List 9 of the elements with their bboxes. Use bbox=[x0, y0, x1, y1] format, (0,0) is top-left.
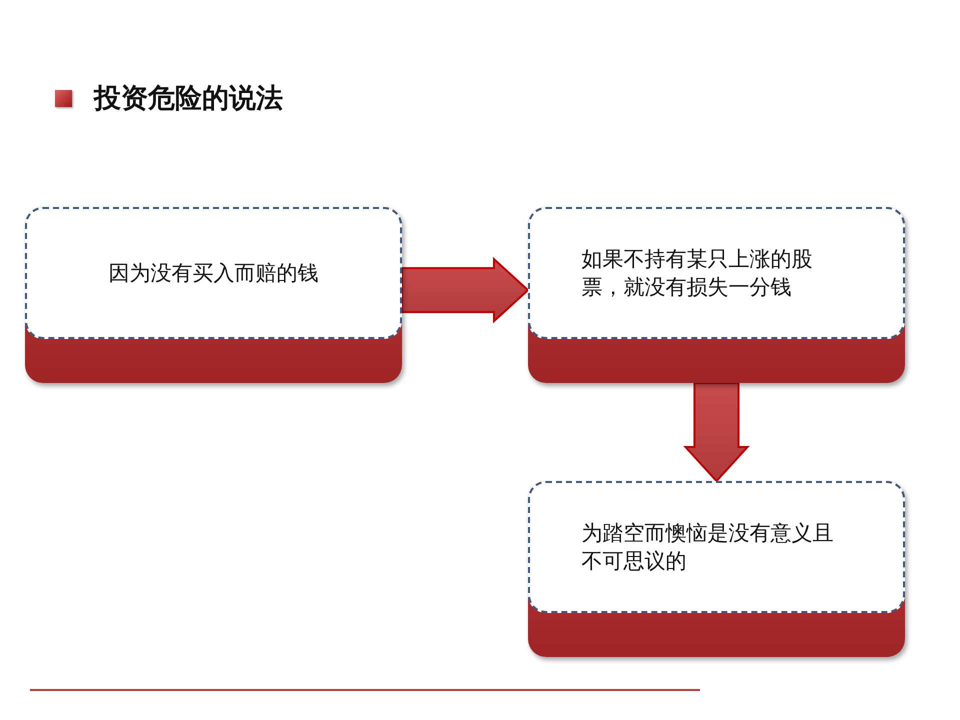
block-arrow bbox=[683, 382, 750, 482]
block-arrow bbox=[401, 256, 530, 324]
flow-box bbox=[528, 481, 905, 657]
slide-title: 投资危险的说法 bbox=[94, 82, 283, 116]
box-text: 因为没有买入而赔的钱 bbox=[108, 260, 318, 287]
flow-box bbox=[25, 207, 402, 383]
box-text: 如果不持有某只上涨的股票，就没有损失一分钱 bbox=[582, 246, 814, 301]
box-text: 为踏空而懊恼是没有意义且不可思议的 bbox=[582, 520, 834, 575]
flow-box bbox=[528, 207, 905, 383]
